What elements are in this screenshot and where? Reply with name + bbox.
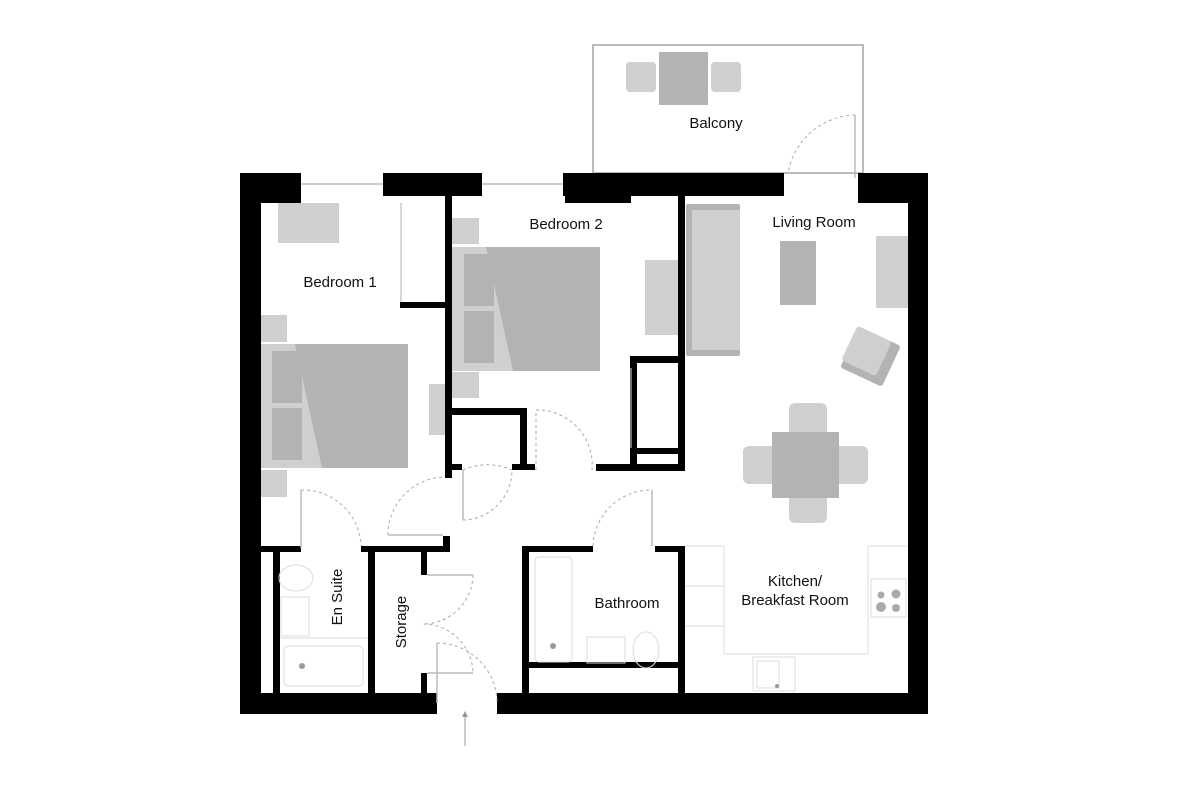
kitchen-fixtures	[685, 545, 908, 692]
room-label-living: Living Room	[772, 214, 855, 231]
ensuite-fixtures	[278, 564, 368, 687]
balcony	[592, 44, 864, 178]
door-swings	[300, 409, 653, 746]
bedroom2-furniture	[452, 218, 678, 448]
room-label-kitchen-line2: Breakfast Room	[741, 592, 849, 609]
room-label-storage: Storage	[393, 596, 410, 649]
outer-walls	[240, 173, 928, 714]
room-label-bedroom1: Bedroom 1	[303, 274, 376, 291]
room-label-kitchen-line1: Kitchen/	[768, 573, 823, 590]
room-label-bedroom2: Bedroom 2	[529, 216, 602, 233]
room-label-bathroom: Bathroom	[594, 595, 659, 612]
bedroom1-furniture	[261, 203, 445, 497]
bathroom-fixtures	[534, 556, 660, 669]
interior-walls	[261, 196, 685, 693]
room-label-ensuite: En Suite	[329, 569, 346, 626]
room-label-balcony: Balcony	[689, 115, 743, 132]
living-furniture	[686, 204, 908, 523]
